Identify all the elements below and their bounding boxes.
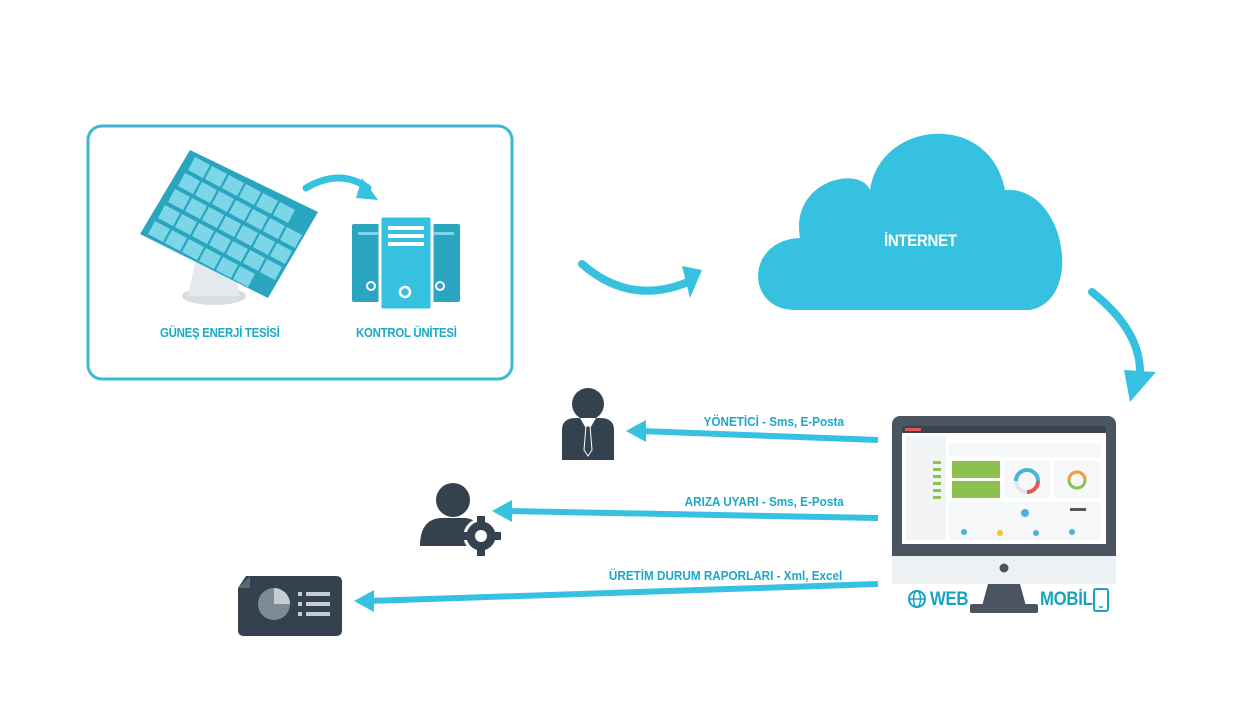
flow-label-reports: ÜRETİM DURUM RAPORLARI - Xml, Excel [608, 568, 842, 583]
technician-gear-icon [420, 483, 501, 556]
flow-label-fault: ARIZA UYARI - Sms, E-Posta [684, 494, 844, 509]
globe-icon [908, 590, 926, 608]
manager-icon [562, 388, 614, 460]
flow-label-manager: YÖNETİCİ - Sms, E-Posta [703, 414, 844, 429]
solar-facility-label: GÜNEŞ ENERJİ TESİSİ [160, 325, 280, 340]
internet-label: İNTERNET [884, 231, 957, 250]
dashboard-screen [902, 426, 1106, 544]
mobile-label: MOBİL [1040, 589, 1093, 610]
flow-arrow-manager [639, 428, 879, 443]
solar-panel-icon [140, 150, 318, 305]
control-unit-icon [352, 214, 460, 312]
arrow-site-to-cloud [578, 260, 692, 295]
internet-cloud [758, 133, 1063, 310]
report-icon [238, 576, 342, 636]
mobile-phone-icon [1093, 588, 1109, 612]
control-unit-label: KONTROL ÜNİTESİ [356, 325, 457, 340]
web-label: WEB [930, 589, 969, 610]
computer-monitor [892, 416, 1116, 613]
flow-arrow-reports [367, 581, 879, 604]
arrow-cloud-to-computer [1088, 288, 1144, 376]
flow-arrow-fault [505, 508, 879, 521]
